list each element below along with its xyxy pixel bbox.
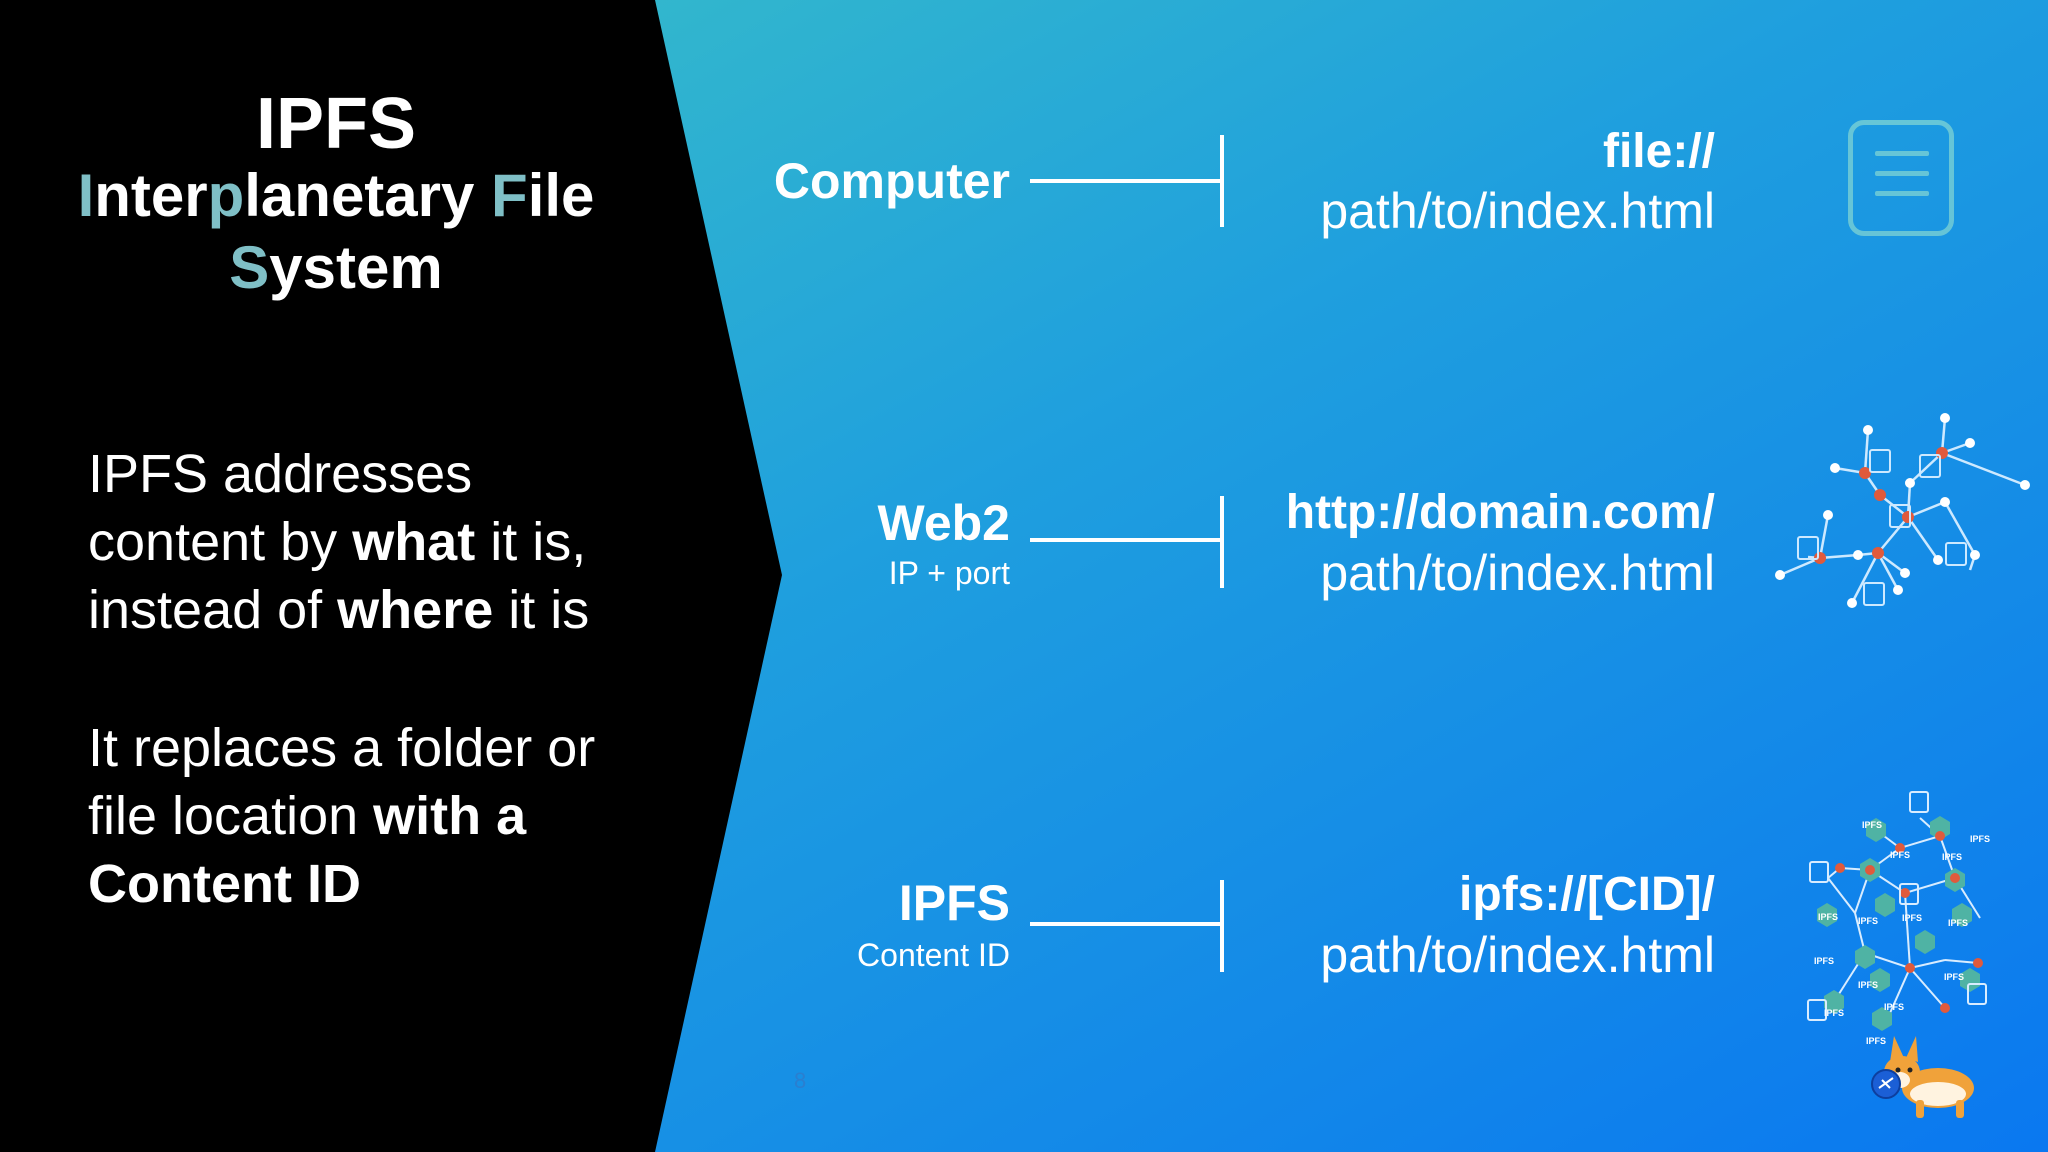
network-graph-icon bbox=[1775, 413, 2030, 608]
slide-title-line3: System bbox=[229, 234, 443, 301]
ipfs-node-label: IPFS bbox=[1942, 852, 1962, 862]
ipfs-network-icon: IPFS IPFS IPFS IPFS IPFS IPFS IPFS IPFS … bbox=[1807, 791, 1990, 1046]
ipfs-node-label: IPFS bbox=[1970, 834, 1990, 844]
row-sublabel-content-id: Content ID bbox=[857, 937, 1010, 973]
row-label-computer: Computer bbox=[773, 153, 1010, 209]
connector-line bbox=[1030, 179, 1224, 183]
row-label-ipfs: IPFS bbox=[898, 875, 1010, 931]
ipfs-node-label: IPFS bbox=[1884, 1002, 1904, 1012]
corgi-mascot-icon bbox=[1871, 1036, 1974, 1118]
ipfs-node-label: IPFS bbox=[1944, 972, 1964, 982]
ipfs-node-label: IPFS bbox=[1818, 912, 1838, 922]
page-number: 8 bbox=[794, 1068, 807, 1093]
ipfs-node-label: IPFS bbox=[1862, 820, 1882, 830]
ipfs-node-label: IPFS bbox=[1858, 980, 1878, 990]
document-icon bbox=[1848, 120, 1954, 236]
connector-tick bbox=[1220, 135, 1224, 227]
ipfs-node-label: IPFS bbox=[1824, 1008, 1844, 1018]
connector-tick bbox=[1220, 496, 1224, 588]
row-label-web2: Web2 bbox=[877, 495, 1010, 551]
description-paragraph-1: IPFS addresses content by what it is, in… bbox=[88, 444, 590, 640]
slide-title-line2: Interplanetary File bbox=[77, 162, 595, 229]
ipfs-node-label: IPFS bbox=[1814, 956, 1834, 966]
uri-path: path/to/index.html bbox=[1320, 183, 1715, 239]
connector-line bbox=[1030, 922, 1224, 926]
uri-path: path/to/index.html bbox=[1320, 545, 1715, 601]
slide-title: IPFS bbox=[255, 84, 417, 164]
uri-scheme-file: file:// bbox=[1602, 125, 1715, 178]
ipfs-node-label: IPFS bbox=[1890, 850, 1910, 860]
uri-scheme-ipfs: ipfs://[CID]/ bbox=[1459, 868, 1715, 921]
connector-line bbox=[1030, 538, 1224, 542]
row-sublabel-ip-port: IP + port bbox=[888, 555, 1010, 591]
uri-scheme-http: http://domain.com/ bbox=[1285, 486, 1715, 539]
ipfs-node-label: IPFS bbox=[1902, 913, 1922, 923]
ipfs-node-label: IPFS bbox=[1948, 918, 1968, 928]
ipfs-node-label: IPFS bbox=[1866, 1036, 1886, 1046]
connector-tick bbox=[1220, 880, 1224, 972]
uri-path: path/to/index.html bbox=[1320, 927, 1715, 983]
description-paragraph-2: It replaces a folder or file location wi… bbox=[88, 718, 596, 914]
ipfs-node-label: IPFS bbox=[1858, 916, 1878, 926]
